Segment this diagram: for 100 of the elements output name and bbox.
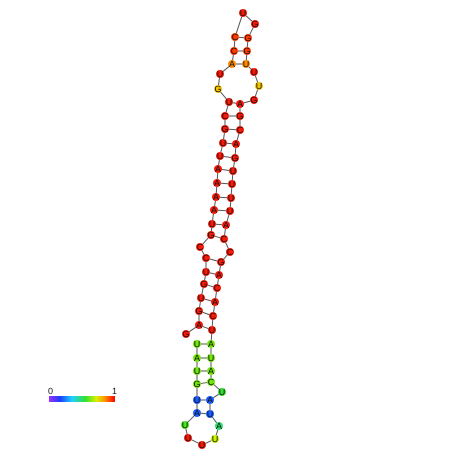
connector-line (220, 196, 228, 198)
connector-line (254, 75, 258, 83)
connector-line (224, 120, 226, 126)
nucleotide-circle: A (211, 298, 219, 306)
nucleotide-circle: A (228, 60, 236, 68)
nucleotide-circle: G (214, 85, 222, 93)
connector-line (196, 362, 198, 368)
connector-line (233, 161, 235, 168)
connector-line (243, 100, 251, 104)
nucleotide-circle: U (239, 9, 247, 17)
nucleotide-circle: C (236, 126, 244, 134)
connector-line (230, 188, 232, 194)
nucleotide-circle: G (251, 20, 259, 28)
connector-line (249, 27, 254, 35)
connector-line (200, 382, 208, 384)
connector-line (216, 429, 218, 436)
nucleotide-circle: C (221, 112, 229, 120)
connector-line (254, 89, 258, 97)
nucleotide-circle: G (182, 330, 190, 338)
connector-line (214, 236, 221, 238)
connector-line (209, 272, 216, 275)
connector-line (228, 128, 236, 130)
nucleotide-circle: C (207, 378, 215, 386)
nucleotide-circle: U (211, 435, 219, 443)
connector-line (246, 54, 248, 60)
scale-tick-label: 1 (112, 387, 118, 396)
nucleotide-circle: C (196, 243, 204, 251)
connector-line (212, 416, 218, 424)
nucleotide-circle: G (250, 96, 258, 104)
connector-line (218, 159, 220, 166)
nucleotide-circle: A (206, 396, 214, 404)
nucleotide-circle: G (221, 125, 229, 133)
nucleotide-circle: G (231, 154, 239, 162)
connector-line (226, 105, 228, 113)
connector-line (238, 36, 244, 38)
nucleotide-circle: G (244, 34, 252, 42)
connector-line (202, 237, 209, 245)
nucleotide-circle: U (184, 434, 192, 442)
connector-line (234, 148, 236, 154)
connector-line (232, 102, 237, 104)
connector-line (221, 169, 230, 171)
nucleotide-circle: A (193, 354, 201, 362)
connector-line (212, 394, 220, 398)
connector-line (204, 298, 212, 302)
nucleotide-circle: U (206, 410, 214, 418)
nucleotide-circle: U (198, 441, 206, 449)
nucleotide-circle: A (212, 193, 220, 201)
connector-line (196, 388, 198, 396)
nucleotide-circle: U (242, 60, 250, 68)
nucleotide-circle: A (207, 367, 215, 375)
nucleotide-circle: U (227, 194, 235, 202)
connector-line (223, 132, 225, 140)
connector-line (236, 133, 240, 141)
connector-line (220, 92, 227, 100)
nucleotide-circle: U (208, 326, 216, 334)
nucleotide-circle: A (215, 271, 223, 279)
connector-line (212, 213, 214, 221)
connector-line (198, 314, 200, 322)
connector-line (223, 254, 228, 260)
connector-line (196, 404, 198, 410)
nucleotide-circle: U (225, 98, 233, 106)
connector-line (218, 210, 226, 212)
connector-line (223, 156, 232, 158)
connector-line (220, 182, 228, 184)
nucleotide-circle: C (220, 235, 228, 243)
connector-line (234, 40, 236, 48)
connector-line (204, 275, 206, 281)
nucleotide-circle: A (214, 165, 222, 173)
nucleotide-circle: U (202, 268, 210, 276)
nucleotide-circle: G (217, 258, 225, 266)
nucleotide-circle: G (195, 307, 203, 315)
connector-line (219, 265, 221, 272)
connector-line (199, 301, 201, 308)
scale-tick-label: 0 (48, 387, 54, 396)
connector-line (210, 334, 212, 340)
connector-line (226, 142, 232, 144)
nucleotide-circle: G (193, 380, 201, 388)
nucleotide-circle: A (195, 321, 203, 329)
nucleotide-circle: U (250, 68, 258, 76)
nucleotide-circle: A (193, 409, 201, 417)
connector-line (213, 384, 220, 390)
nucleotide-circle: A (207, 340, 215, 348)
connector-line (245, 15, 253, 22)
connector-line (188, 326, 196, 332)
connector-line (210, 362, 212, 368)
connector-line (222, 66, 230, 72)
connector-line (212, 320, 214, 326)
nucleotide-circle: C (209, 312, 217, 320)
nucleotide-circle: G (200, 280, 208, 288)
connector-line (216, 172, 218, 180)
connector-line (207, 284, 214, 288)
connector-line (230, 202, 232, 208)
connector-line (200, 370, 208, 372)
connector-line (232, 54, 234, 61)
nucleotide-circle: A (236, 100, 244, 108)
connector-line (238, 50, 244, 52)
nucleotide-circle: U (219, 139, 227, 147)
nucleotide-circle: U (255, 82, 263, 90)
connector-line (226, 214, 230, 222)
connector-line (213, 305, 215, 313)
